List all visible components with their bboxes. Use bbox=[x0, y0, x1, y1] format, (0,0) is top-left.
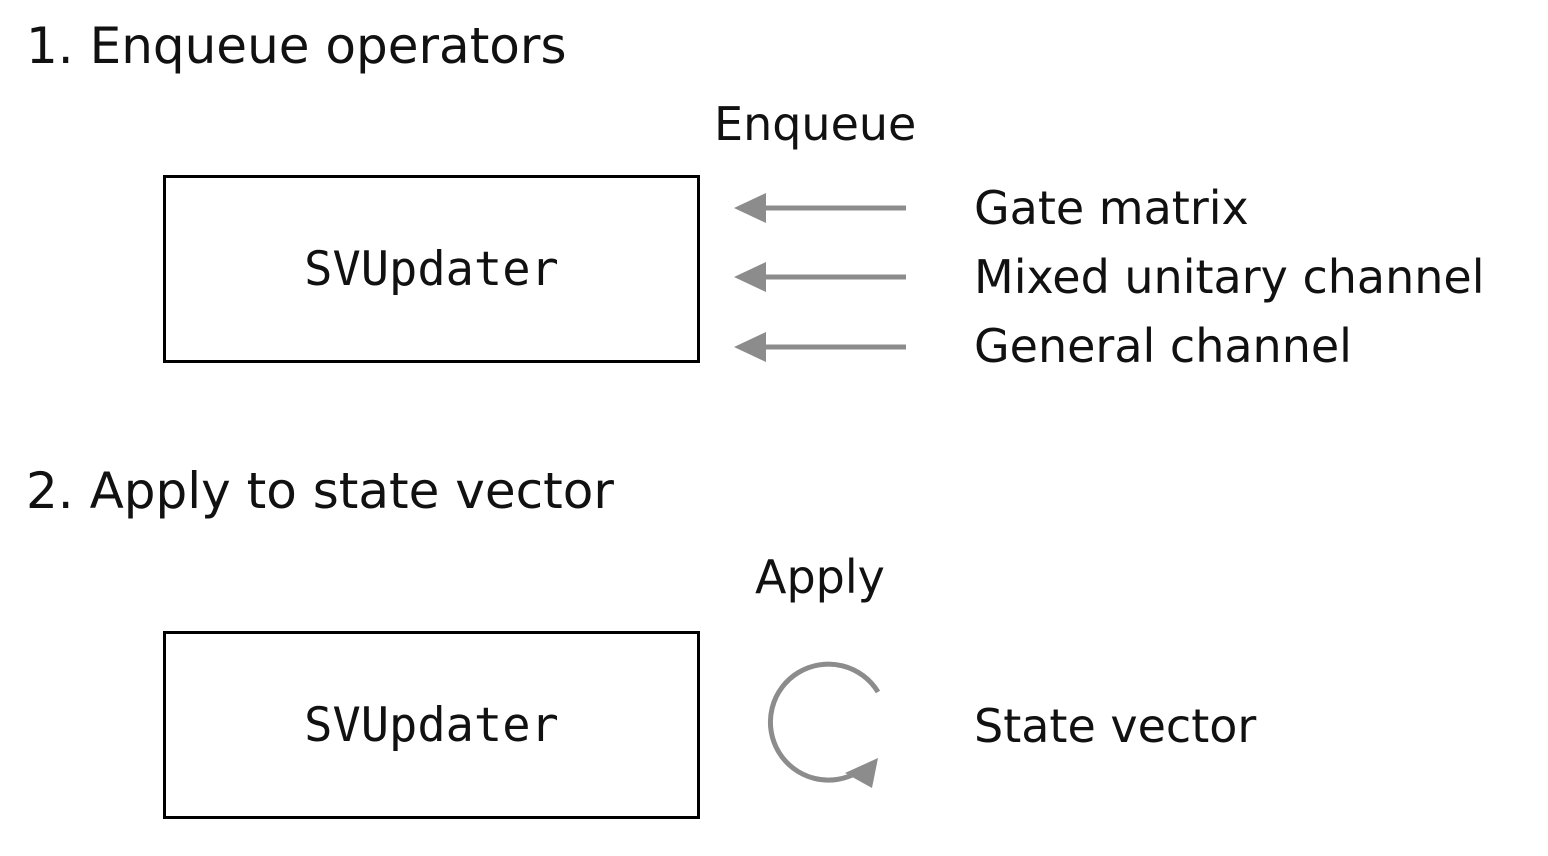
svupdater-label: SVUpdater bbox=[304, 697, 559, 753]
svupdater-box-enqueue: SVUpdater bbox=[163, 175, 700, 363]
state-vector-label: State vector bbox=[974, 699, 1257, 753]
left-arrow-icon bbox=[734, 262, 906, 292]
enqueue-label: Enqueue bbox=[714, 97, 917, 151]
left-arrow-icon bbox=[734, 332, 906, 362]
operator-label-gate-matrix: Gate matrix bbox=[974, 181, 1249, 235]
operator-label-general-channel: General channel bbox=[974, 319, 1352, 373]
circular-arrow-icon bbox=[767, 661, 881, 788]
apply-label: Apply bbox=[755, 550, 885, 604]
step-2-heading: 2. Apply to state vector bbox=[26, 462, 614, 520]
step-1-heading: 1. Enqueue operators bbox=[26, 17, 567, 75]
left-arrow-icon bbox=[734, 193, 906, 223]
svupdater-label: SVUpdater bbox=[304, 241, 559, 297]
svupdater-box-apply: SVUpdater bbox=[163, 631, 700, 819]
operator-label-mixed-unitary-channel: Mixed unitary channel bbox=[974, 250, 1485, 304]
